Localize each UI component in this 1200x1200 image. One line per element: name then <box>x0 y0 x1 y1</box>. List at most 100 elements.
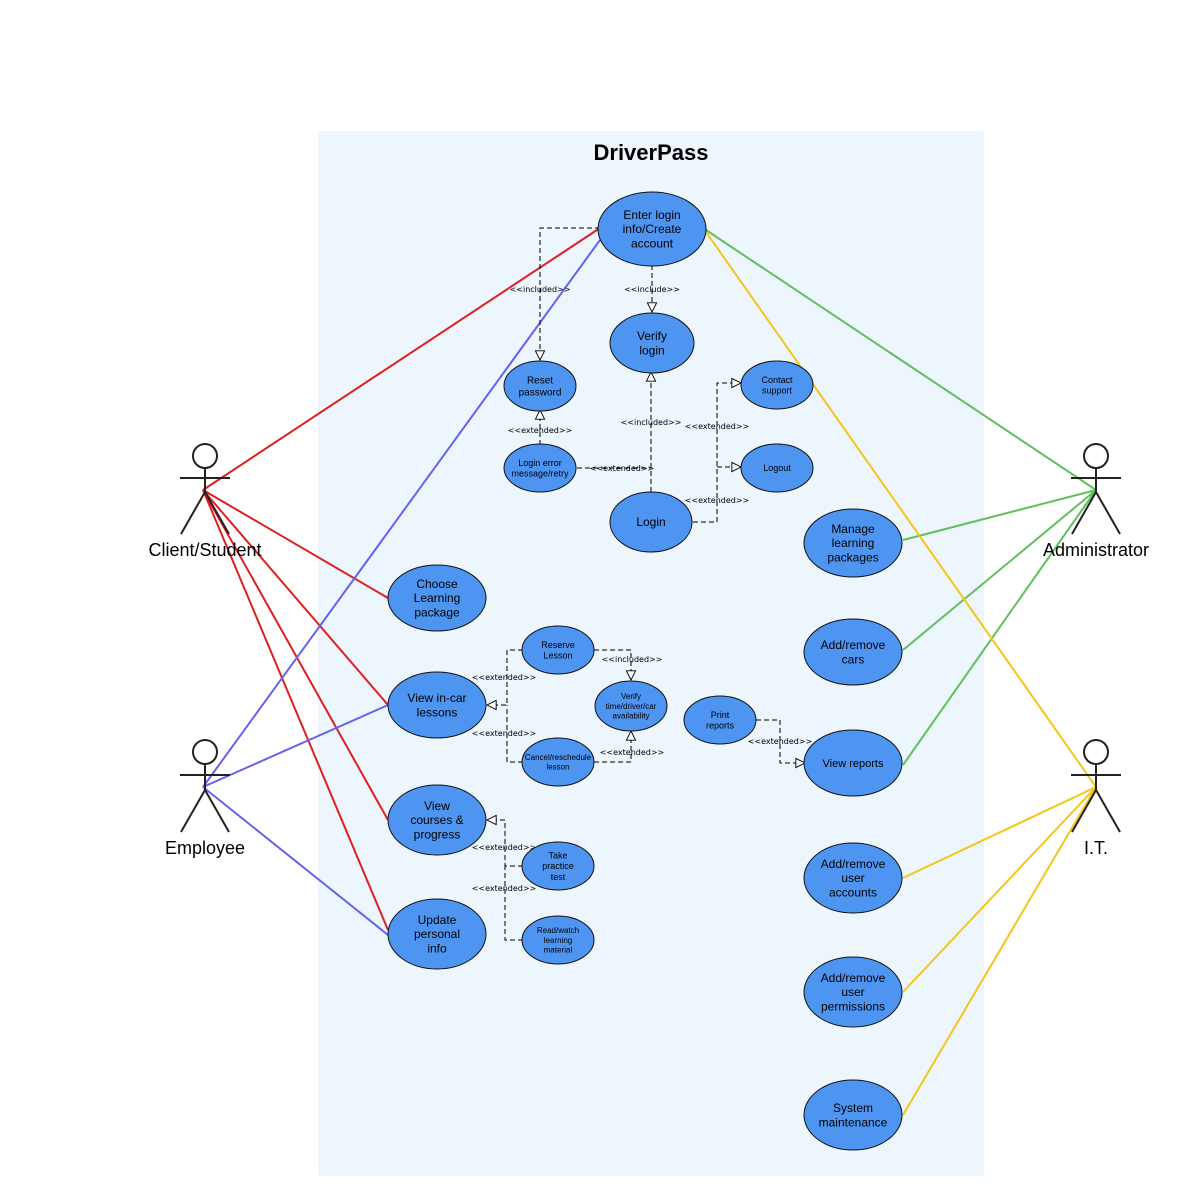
associations <box>202 227 1097 1116</box>
usecase-shape <box>609 312 695 374</box>
usecase-label: cars <box>842 652 865 666</box>
usecase-shape <box>803 729 903 797</box>
usecase-label: Add/remove <box>821 638 886 652</box>
usecase-shape <box>803 508 903 578</box>
usecase-shape <box>803 618 903 686</box>
dep-enter-reset <box>540 227 600 360</box>
usecase-label: Read/watch <box>537 926 579 935</box>
usecase-shape <box>521 915 595 965</box>
label-extended-test: <<extended>> <box>472 843 537 852</box>
assoc-client-view-courses <box>202 489 389 821</box>
usecase-login[interactable]: Login <box>609 491 693 553</box>
usecase-label: progress <box>414 828 461 842</box>
usecase-logout[interactable]: Logout <box>740 443 814 493</box>
usecase-shape <box>683 695 757 745</box>
usecase-shape <box>803 842 903 914</box>
usecase-label: lesson <box>546 763 569 772</box>
usecase-label: Add/remove <box>821 857 886 871</box>
actor-it[interactable]: I.T. <box>1071 739 1121 858</box>
usecase-label: info/Create <box>623 222 682 236</box>
assoc-client-choose-package <box>202 489 389 599</box>
actor-employee[interactable]: Employee <box>165 739 245 858</box>
usecase-label: View <box>424 799 450 813</box>
actor-client[interactable]: Client/Student <box>148 443 262 560</box>
usecase-label: time/driver/car <box>606 702 657 711</box>
usecase-label: lessons <box>417 705 458 719</box>
usecase-label: Lesson <box>543 651 572 661</box>
usecase-label: permissions <box>821 1000 885 1014</box>
usecase-shape <box>521 625 595 675</box>
label-extended-reserve: <<extended>> <box>472 673 537 682</box>
usecase-label: availability <box>613 711 650 720</box>
actor-admin[interactable]: Administrator <box>1043 443 1149 560</box>
usecase-label: courses & <box>410 813 463 827</box>
dep-cancel-view <box>506 705 523 763</box>
dep-read-courses <box>504 866 523 941</box>
usecase-label: maintenance <box>819 1115 888 1129</box>
dep-cancel-verify <box>594 731 631 763</box>
usecase-shape <box>387 564 487 632</box>
usecase-label: password <box>519 388 562 399</box>
label-included-reset: <<included>> <box>510 285 571 294</box>
usecase-label: Manage <box>831 522 875 536</box>
assoc-admin-add-cars <box>902 489 1097 651</box>
usecase-label: Logout <box>763 463 791 473</box>
usecase-label: practice <box>542 861 574 871</box>
label-include-verify: <<include>> <box>624 285 680 294</box>
assoc-it-add-accounts <box>902 786 1097 879</box>
usecase-label: user <box>841 871 864 885</box>
label-extended-availability: <<extended>> <box>600 748 665 757</box>
dep-reserve-view <box>487 649 523 705</box>
usecase-shape <box>609 491 693 553</box>
label-extended-contact: <<extended>> <box>685 422 750 431</box>
label-extended-print: <<extended>> <box>748 737 813 746</box>
usecase-shape <box>803 1079 903 1151</box>
stereotype-labels: <<included>> <<include>> <<extended>> <<… <box>472 285 813 893</box>
assoc-employee-update-info <box>202 786 389 936</box>
usecase-label: login <box>639 343 664 357</box>
usecase-label: Contact <box>761 375 793 385</box>
usecase-label: View reports <box>823 758 884 770</box>
dep-login-contact <box>693 383 741 523</box>
usecase-label: accounts <box>829 886 877 900</box>
label-extended-cancel: <<extended>> <box>472 729 537 738</box>
usecase-view-reports[interactable]: View reports <box>803 729 903 797</box>
usecase-label: Verify <box>621 692 641 701</box>
usecase-label: personal <box>414 927 460 941</box>
usecase-shape <box>521 737 595 787</box>
usecase-label: support <box>762 386 793 396</box>
usecase-label: message/retry <box>511 469 569 479</box>
assoc-it-add-permissions <box>902 786 1097 993</box>
dep-reserve-verify <box>594 649 631 680</box>
label-included-availability: <<included>> <box>602 655 663 664</box>
assoc-employee-view-lessons <box>202 704 389 788</box>
label-extended-reset: <<extended>> <box>508 426 573 435</box>
actor-label-client: Client/Student <box>148 540 261 560</box>
usecase-label: Add/remove <box>821 971 886 985</box>
usecase-label: Cancel/reschedule <box>525 753 592 762</box>
usecase-label: account <box>631 237 674 251</box>
stick-figure-icon <box>180 443 230 535</box>
